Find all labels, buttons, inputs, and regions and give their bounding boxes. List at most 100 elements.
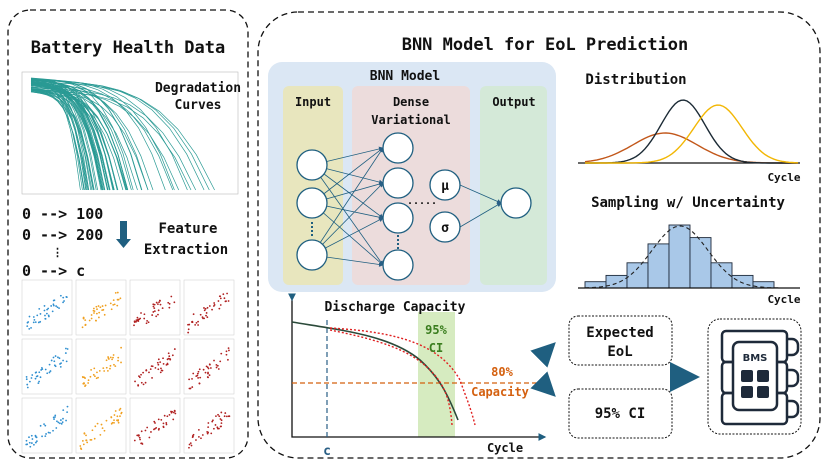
- neuron-node: [382, 132, 414, 164]
- feature-scatter-plot: [129, 279, 181, 336]
- feature-scatter-plot: [75, 397, 127, 454]
- neuron-node: [382, 202, 414, 234]
- degradation-curve: [30, 77, 142, 191]
- bms-box: BMS: [707, 318, 802, 435]
- threshold-label-1: 80%: [491, 365, 513, 379]
- feature-scatter-plot: [183, 338, 235, 395]
- feature-scatter-plot: [75, 338, 127, 395]
- feature-scatter-plot: [21, 338, 73, 395]
- output-label: Output: [492, 95, 535, 109]
- dense-label-2: Variational: [371, 113, 450, 127]
- degradation-label-1: Degradation: [155, 81, 241, 96]
- mu-label: μ: [441, 179, 449, 194]
- neuron-node: [296, 149, 328, 181]
- feature-arrow-icon: [116, 221, 131, 248]
- histogram-bar: [647, 243, 670, 289]
- feature-label-2: Extraction: [144, 242, 228, 258]
- window-ellipsis: ⋮: [52, 246, 63, 259]
- feature-scatter-plot: [183, 397, 235, 454]
- window-2: 0 --> 200: [22, 226, 103, 244]
- histogram-bar: [626, 262, 649, 289]
- degradation-curve: [30, 78, 188, 191]
- degradation-curve: [30, 91, 85, 191]
- neuron-node: [382, 167, 414, 199]
- dots-label: .....: [407, 196, 437, 207]
- lower-bound-curve: [329, 329, 453, 426]
- ci-output-box: 95% CI: [568, 388, 673, 439]
- sampling-histogram: Sampling w/ Uncertainty Cycle: [578, 195, 801, 306]
- degradation-label-2: Curves: [175, 98, 222, 113]
- ci-label-2: CI: [429, 341, 443, 355]
- feature-scatter-plot: [183, 279, 235, 336]
- distribution-param-node: [429, 169, 461, 201]
- sampling-fit-curve: [584, 225, 781, 289]
- feature-scatter-grid: [21, 279, 235, 454]
- feature-scatter-plot: [129, 338, 181, 395]
- right-panel-border: [257, 11, 821, 459]
- histogram-bar: [605, 274, 628, 289]
- expected-eol-label-1: Expected: [586, 325, 653, 341]
- distribution-xlabel: Cycle: [767, 171, 800, 184]
- distribution-curve-2: [585, 99, 798, 164]
- distribution-param-node: [429, 211, 461, 243]
- sigma-label: σ: [441, 221, 449, 236]
- window-1: 0 --> 100: [22, 205, 103, 223]
- ci-label-1: 95%: [425, 323, 447, 337]
- degradation-curves: [30, 77, 215, 191]
- c-label: c: [323, 444, 331, 459]
- arrow-to-expected-eol-icon: [530, 342, 556, 368]
- expected-eol-box: Expected EoL: [568, 315, 673, 366]
- dense-label-1: Dense: [393, 95, 429, 109]
- window-c: 0 --> c: [22, 262, 85, 280]
- degradation-curve: [30, 89, 104, 191]
- feature-scatter-plot: [75, 279, 127, 336]
- degradation-curve: [30, 79, 166, 191]
- left-panel-border: [7, 9, 249, 459]
- histogram-bar: [689, 237, 712, 289]
- degradation-curve: [30, 84, 154, 191]
- degradation-curve: [30, 81, 149, 191]
- capacity-title: Discharge Capacity: [325, 300, 466, 315]
- input-layer: [283, 86, 343, 285]
- left-panel-title: Battery Health Data: [31, 38, 225, 58]
- degradation-curve: [30, 91, 94, 191]
- distribution-plot: Distribution Cycle: [578, 72, 801, 184]
- degradation-plot: Degradation Curves: [21, 71, 241, 195]
- capacity-xlabel: Cycle: [487, 441, 523, 455]
- degradation-curve: [30, 87, 197, 191]
- histogram-bar: [668, 224, 691, 289]
- distribution-title: Distribution: [585, 72, 686, 88]
- distribution-curve-3: [585, 104, 799, 164]
- output-layer: [480, 86, 547, 285]
- neuron-node: [296, 239, 328, 271]
- network-nodes: [296, 132, 532, 281]
- degradation-curve: [30, 82, 132, 191]
- discharge-capacity-plot: Discharge Capacity 95% CI 80% Capacity c…: [288, 293, 547, 459]
- ci-output-label: 95% CI: [595, 406, 646, 422]
- degradation-curve: [30, 88, 127, 191]
- feature-scatter-plot: [21, 279, 73, 336]
- arrow-to-ci-icon: [530, 371, 556, 397]
- neuron-node: [296, 187, 328, 219]
- feature-scatter-plot: [21, 397, 73, 454]
- degradation-curve: [30, 81, 215, 191]
- feature-label-1: Feature: [158, 221, 217, 237]
- expected-eol-label-2: EoL: [607, 344, 632, 360]
- bnn-model-block: BNN Model Input Dense Variational Output…: [268, 62, 556, 292]
- neuron-node: [500, 187, 532, 219]
- threshold-label-2: Capacity: [471, 385, 529, 399]
- sampling-xlabel: Cycle: [767, 293, 800, 306]
- histogram-bar: [731, 274, 754, 289]
- input-label: Input: [295, 95, 331, 109]
- upper-bound-curve: [329, 327, 476, 426]
- bnn-title: BNN Model: [370, 69, 440, 84]
- feature-scatter-plot: [129, 397, 181, 454]
- chip-icon: [741, 370, 769, 398]
- degradation-curve: [30, 83, 174, 191]
- bms-label: BMS: [743, 353, 768, 364]
- distribution-curve-1: [584, 132, 798, 164]
- right-panel-title: BNN Model for EoL Prediction: [402, 35, 689, 55]
- neuron-node: [382, 249, 414, 281]
